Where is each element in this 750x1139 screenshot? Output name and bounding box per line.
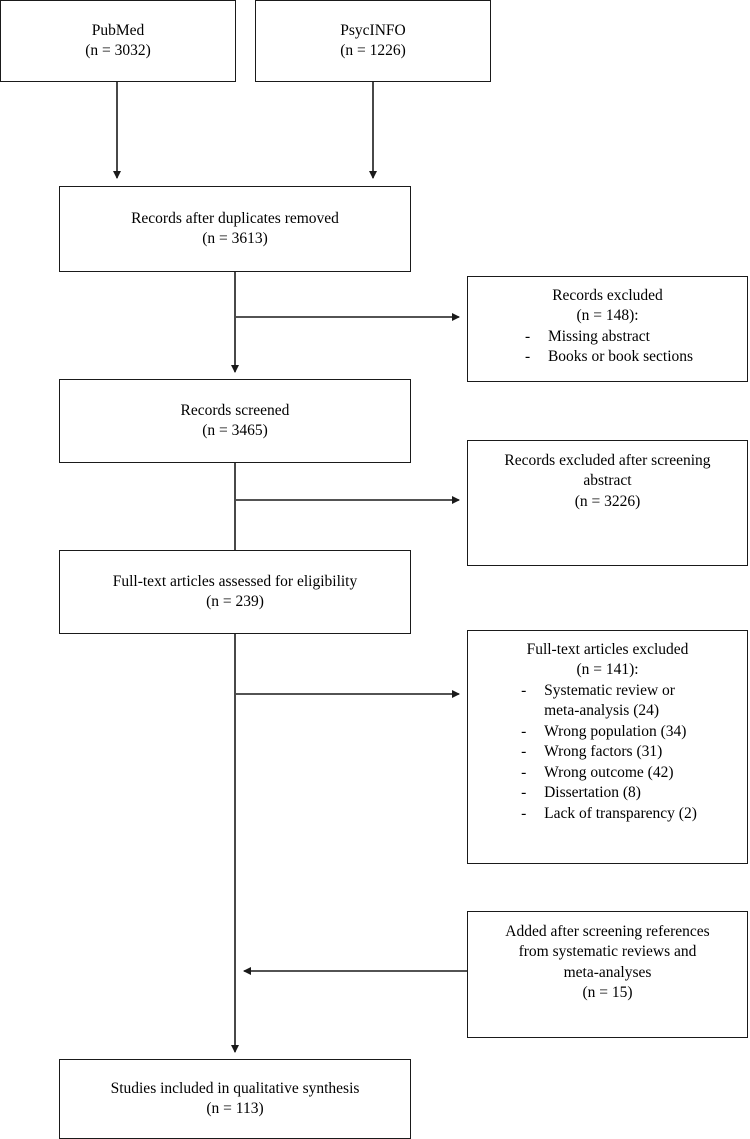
list-item: - Wrong outcome (42) xyxy=(518,763,697,783)
list-item-label: Wrong factors (31) xyxy=(544,743,663,761)
list-item: - Lack of transparency (2) xyxy=(518,804,697,824)
full-text-excluded-count: (n = 141): xyxy=(576,661,639,679)
bullet-dash-icon: - xyxy=(521,681,527,699)
full-text-excluded-reason-list: - Systematic review or meta-analysis (24… xyxy=(518,681,697,824)
bullet-dash-icon: - xyxy=(521,743,527,761)
full-text-assessed-count: (n = 239) xyxy=(206,593,264,610)
records-screened-count: (n = 3465) xyxy=(202,422,268,439)
box-records-screened: Records screened (n = 3465) xyxy=(59,379,411,463)
psycinfo-count: (n = 1226) xyxy=(340,42,406,59)
box-source-pubmed: PubMed (n = 3032) xyxy=(0,0,236,82)
bullet-dash-icon: - xyxy=(521,804,527,822)
records-excluded-count: (n = 148): xyxy=(576,307,639,325)
list-item-label: Books or book sections xyxy=(547,348,694,366)
box-source-psycinfo: PsycINFO (n = 1226) xyxy=(255,0,491,82)
bullet-dash-icon: - xyxy=(521,722,527,740)
box-added-after-screening-references: Added after screening references from sy… xyxy=(467,911,748,1038)
list-item-label: Systematic review or xyxy=(544,681,675,699)
abstract-excluded-count: (n = 3226) xyxy=(574,492,641,510)
added-references-count: (n = 15) xyxy=(582,984,633,1002)
list-item: - Dissertation (8) xyxy=(518,783,697,803)
list-item: - Wrong population (34) xyxy=(518,722,697,742)
list-item-label: Missing abstract xyxy=(547,327,650,345)
list-item-label: Lack of transparency (2) xyxy=(544,804,697,822)
abstract-excluded-line1: Records excluded after screening xyxy=(504,452,711,469)
box-studies-included: Studies included in qualitative synthesi… xyxy=(59,1059,411,1139)
bullet-dash-icon: - xyxy=(524,327,531,345)
list-item: - Books or book sections xyxy=(522,347,693,367)
list-item: - Wrong factors (31) xyxy=(518,742,697,762)
added-references-line3: meta-analyses xyxy=(563,963,652,981)
box-full-text-articles-excluded: Full-text articles excluded (n = 141): -… xyxy=(467,630,748,864)
studies-included-label: Studies included in qualitative synthesi… xyxy=(110,1079,360,1097)
studies-included-count: (n = 113) xyxy=(206,1100,264,1117)
list-item-label: Dissertation (8) xyxy=(544,784,641,802)
psycinfo-label: PsycINFO xyxy=(340,21,406,39)
records-excluded-reason-list: - Missing abstract - Books or book secti… xyxy=(522,327,693,368)
records-excluded-label: Records excluded xyxy=(552,287,663,304)
records-screened-label: Records screened xyxy=(180,401,290,419)
list-item-continuation: meta-analysis (24) xyxy=(518,701,697,721)
list-item-label: Wrong outcome (42) xyxy=(544,763,674,781)
list-item: - Systematic review or xyxy=(518,681,697,701)
pubmed-label: PubMed xyxy=(91,21,145,39)
bullet-dash-icon: - xyxy=(524,348,531,366)
full-text-excluded-label: Full-text articles excluded xyxy=(526,641,689,658)
added-references-line2: from systematic reviews and xyxy=(518,943,697,961)
duplicates-removed-label: Records after duplicates removed xyxy=(131,209,339,227)
box-full-text-assessed: Full-text articles assessed for eligibil… xyxy=(59,550,411,634)
duplicates-removed-count: (n = 3613) xyxy=(202,230,268,247)
list-item-label: meta-analysis (24) xyxy=(544,702,660,720)
box-records-excluded: Records excluded (n = 148): - Missing ab… xyxy=(467,276,748,382)
pubmed-count: (n = 3032) xyxy=(85,42,151,59)
list-item-label: Wrong population (34) xyxy=(544,722,687,740)
list-item: - Missing abstract xyxy=(522,327,693,347)
box-records-after-duplicates-removed: Records after duplicates removed (n = 36… xyxy=(59,186,411,272)
bullet-dash-icon: - xyxy=(521,763,527,781)
full-text-assessed-label: Full-text articles assessed for eligibil… xyxy=(112,572,358,590)
added-references-line1: Added after screening references xyxy=(505,923,710,940)
box-records-excluded-after-abstract: Records excluded after screening abstrac… xyxy=(467,440,748,566)
abstract-excluded-line2: abstract xyxy=(583,472,632,490)
bullet-dash-icon: - xyxy=(521,784,527,802)
